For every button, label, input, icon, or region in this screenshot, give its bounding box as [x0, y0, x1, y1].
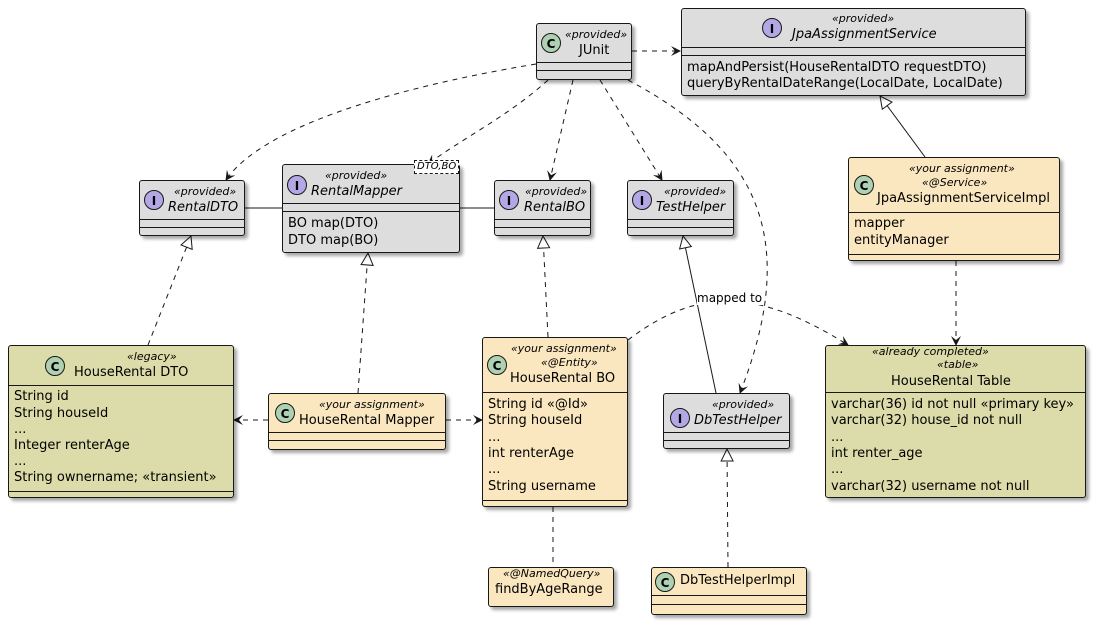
housedto-realizes-rentaldto [147, 236, 191, 346]
rental-bo-name: RentalBO [524, 200, 586, 215]
interface-icon: I [632, 190, 652, 210]
house-bo-field: String id «@Id» [488, 397, 588, 412]
jpa-service-name: JpaAssignmentService [792, 27, 937, 42]
jpa-impl-field: entityManager [854, 233, 949, 248]
rental-bo-interface[interactable]: I «provided» RentalBO [494, 180, 591, 236]
table-column: ... [831, 430, 844, 445]
house-dto-stereotype: «legacy» [127, 350, 177, 363]
jpa-service-stereotype: «provided» [832, 12, 895, 25]
house-dto-field: ... [14, 422, 27, 437]
rental-mapper-name: RentalMapper [311, 184, 402, 199]
test-helper-stereotype: «provided» [664, 185, 727, 198]
mapped-to-label: mapped to [697, 291, 763, 305]
impl-realizes-jpaservice [880, 96, 926, 158]
house-rental-table[interactable]: «already completed» «table» HouseRental … [825, 345, 1086, 498]
test-helper-name: TestHelper [656, 200, 726, 215]
jpa-service-method: mapAndPersist(HouseRentalDTO requestDTO) [687, 60, 987, 75]
table-column: varchar(32) house_id not null [831, 413, 1023, 428]
db-test-helper-name: DbTestHelper [694, 413, 782, 428]
rental-mapper-method: BO map(DTO) [288, 216, 379, 231]
jpa-service-method: queryByRentalDateRange(LocalDate, LocalD… [687, 76, 1003, 91]
interface-icon: I [762, 18, 782, 38]
house-bo-stereotype: «@Entity» [541, 356, 598, 369]
db-test-helper-stereotype: «provided» [712, 398, 775, 411]
housebo-mapped-to-table [627, 300, 849, 346]
jpa-assignment-service-interface[interactable]: I «provided» JpaAssignmentService mapAnd… [681, 8, 1026, 96]
named-query-stereotype: «@NamedQuery» [503, 567, 601, 580]
interface-icon: I [670, 408, 690, 428]
junit-to-rental-dto [225, 63, 537, 181]
interface-icon: I [499, 190, 519, 210]
house-dto-field: Integer renterAge [14, 438, 130, 453]
named-query-name: findByAgeRange [495, 582, 603, 597]
house-dto-field: ... [14, 454, 27, 469]
jpa-impl-stereotype: «your assignment» [909, 162, 1015, 175]
class-icon: C [45, 356, 65, 376]
jpa-impl-stereotype: «@Service» [922, 176, 988, 189]
table-column: varchar(36) id not null «primary key» [831, 397, 1074, 412]
table-stereotype: «already completed» [872, 345, 989, 358]
house-bo-field: ... [488, 430, 501, 445]
house-rental-dto-class[interactable]: C «legacy» HouseRental DTO String id Str… [8, 345, 234, 498]
house-dto-name: HouseRental DTO [74, 365, 189, 380]
jpa-assignment-service-impl-class[interactable]: C «your assignment» «@Service» JpaAssign… [848, 157, 1060, 261]
junit-name: JUnit [579, 43, 610, 58]
housebo-realizes-rentalbo [543, 236, 548, 338]
dbimpl-realizes-dbtesthelper [727, 449, 728, 568]
table-column: int renter_age [831, 446, 923, 461]
jpa-impl-name: JpaAssignmentServiceImpl [877, 191, 1050, 206]
table-column: varchar(32) username not null [831, 479, 1030, 494]
rental-dto-name: RentalDTO [168, 200, 239, 215]
house-mapper-stereotype: «your assignment» [319, 398, 425, 411]
table-column: ... [831, 462, 844, 477]
class-icon: C [655, 572, 675, 592]
house-bo-field: String username [488, 479, 596, 494]
table-stereotype: «table» [937, 358, 979, 371]
interface-icon: I [287, 175, 307, 195]
rental-dto-stereotype: «provided» [174, 185, 237, 198]
db-impl-name: DbTestHelperImpl [680, 573, 796, 588]
jpa-impl-field: mapper [854, 216, 905, 231]
house-dto-field: String houseId [14, 406, 109, 421]
rental-mapper-type-params: DTO,BO [414, 160, 460, 174]
junit-to-test-helper [599, 79, 663, 181]
house-rental-mapper-class[interactable]: C «your assignment» HouseRental Mapper [268, 393, 446, 450]
rental-mapper-stereotype: «provided» [325, 169, 388, 182]
db-test-helper-impl-class[interactable]: C DbTestHelperImpl [651, 567, 807, 615]
class-icon: C [275, 403, 295, 423]
junit-to-rental-mapper [427, 79, 549, 165]
junit-stereotype: «provided» [565, 28, 628, 41]
house-dto-field: String ownername; «transient» [14, 470, 217, 485]
rental-mapper-method: DTO map(BO) [288, 233, 379, 248]
house-dto-field: String id [14, 389, 69, 404]
house-bo-field: String houseId [488, 413, 583, 428]
rental-mapper-interface[interactable]: I «provided» RentalMapper BO map(DTO) DT… [282, 164, 460, 253]
house-rental-bo-class[interactable]: C «your assignment» «@Entity» HouseRenta… [482, 337, 628, 507]
house-bo-field: ... [488, 462, 501, 477]
test-helper-interface[interactable]: I «provided» TestHelper [627, 180, 734, 236]
interface-icon: I [144, 190, 164, 210]
db-test-helper-interface[interactable]: I «provided» DbTestHelper [663, 393, 790, 449]
rental-bo-stereotype: «provided» [525, 185, 588, 198]
named-query-note[interactable]: «@NamedQuery» findByAgeRange [488, 567, 614, 607]
housemapper-realizes-rentalmapper [357, 253, 368, 394]
dbtesthelper-extends-testhelper [683, 236, 717, 394]
class-icon: C [541, 33, 561, 53]
class-icon: C [854, 175, 874, 195]
house-bo-field: int renterAge [488, 446, 574, 461]
rental-dto-interface[interactable]: I «provided» RentalDTO [139, 180, 245, 236]
class-icon: C [487, 355, 507, 375]
table-name: HouseRental Table [891, 374, 1011, 389]
junit-to-rental-bo [547, 79, 574, 181]
house-mapper-name: HouseRental Mapper [299, 413, 435, 428]
house-bo-name: HouseRental BO [510, 371, 616, 386]
house-bo-stereotype: «your assignment» [511, 342, 617, 355]
junit-to-db-test-helper [627, 79, 768, 394]
junit-class[interactable]: C «provided» JUnit [536, 23, 632, 80]
